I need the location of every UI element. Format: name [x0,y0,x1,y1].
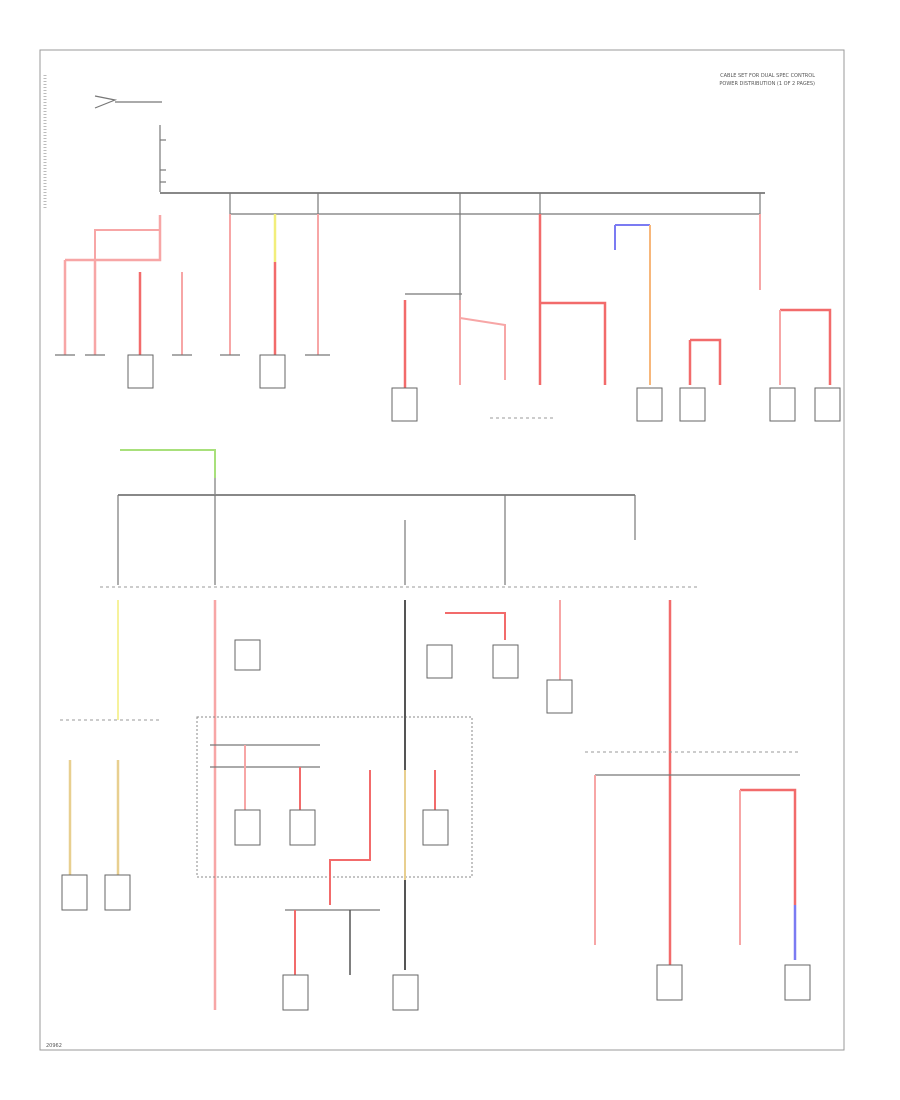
lower-center-feeds [196,600,473,1011]
ignition-feed [120,449,216,495]
left-red-feeds [63,214,319,355]
diagram-header-line-1: CABLE SET FOR DUAL SPEC CONTROL [720,73,815,79]
upper-drops [229,193,761,214]
upper-middle-feeds [391,214,553,422]
diagram-header-line-2: POWER DISTRIBUTION (1 OF 2 PAGES) [719,81,815,87]
middle-bus-drops [117,495,636,585]
diagram-frame [39,49,845,1051]
lower-right-feeds [426,600,811,1001]
corner-tag: 20962 [46,1043,62,1049]
upper-left-components [55,354,330,389]
lower-left-feeds [60,600,160,911]
module-box [196,716,473,878]
upper-right-feeds [538,214,841,422]
battery-supply [94,95,166,192]
